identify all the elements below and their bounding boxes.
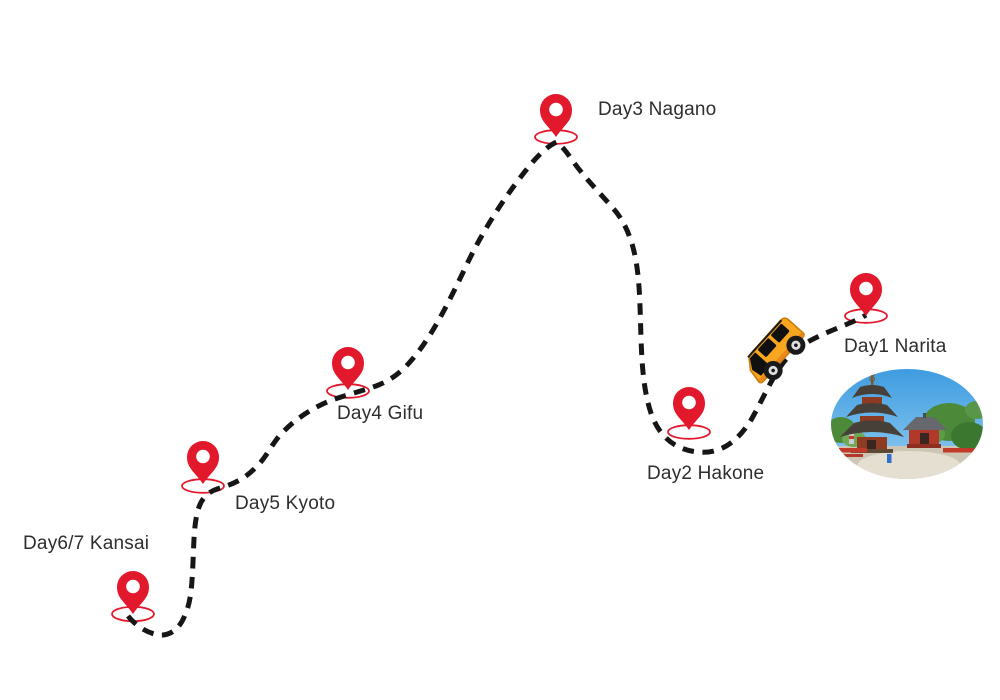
stop-label-narita: Day1 Narita: [844, 336, 947, 357]
stop-label-kansai: Day6/7 Kansai: [23, 533, 150, 554]
stop-label-kyoto: Day5 Kyoto: [235, 493, 336, 514]
map-pin-icon-kyoto: [187, 441, 219, 484]
map-pin-icon-gifu: [332, 347, 364, 390]
van-icon: [747, 317, 806, 384]
shrine: [903, 413, 947, 448]
narita-temple-pagoda-photo: [831, 369, 983, 479]
map-pin-icon-hakone: [673, 387, 705, 430]
van-rear-wheel: [786, 335, 806, 355]
stop-label-nagano: Day3 Nagano: [598, 99, 717, 120]
stop-label-gifu: Day4 Gifu: [337, 403, 424, 424]
pagoda: [840, 371, 904, 453]
van-front-wheel: [763, 361, 783, 381]
stop-label-hakone: Day2 Hakone: [647, 463, 765, 484]
route-dashed-path: [126, 139, 868, 638]
